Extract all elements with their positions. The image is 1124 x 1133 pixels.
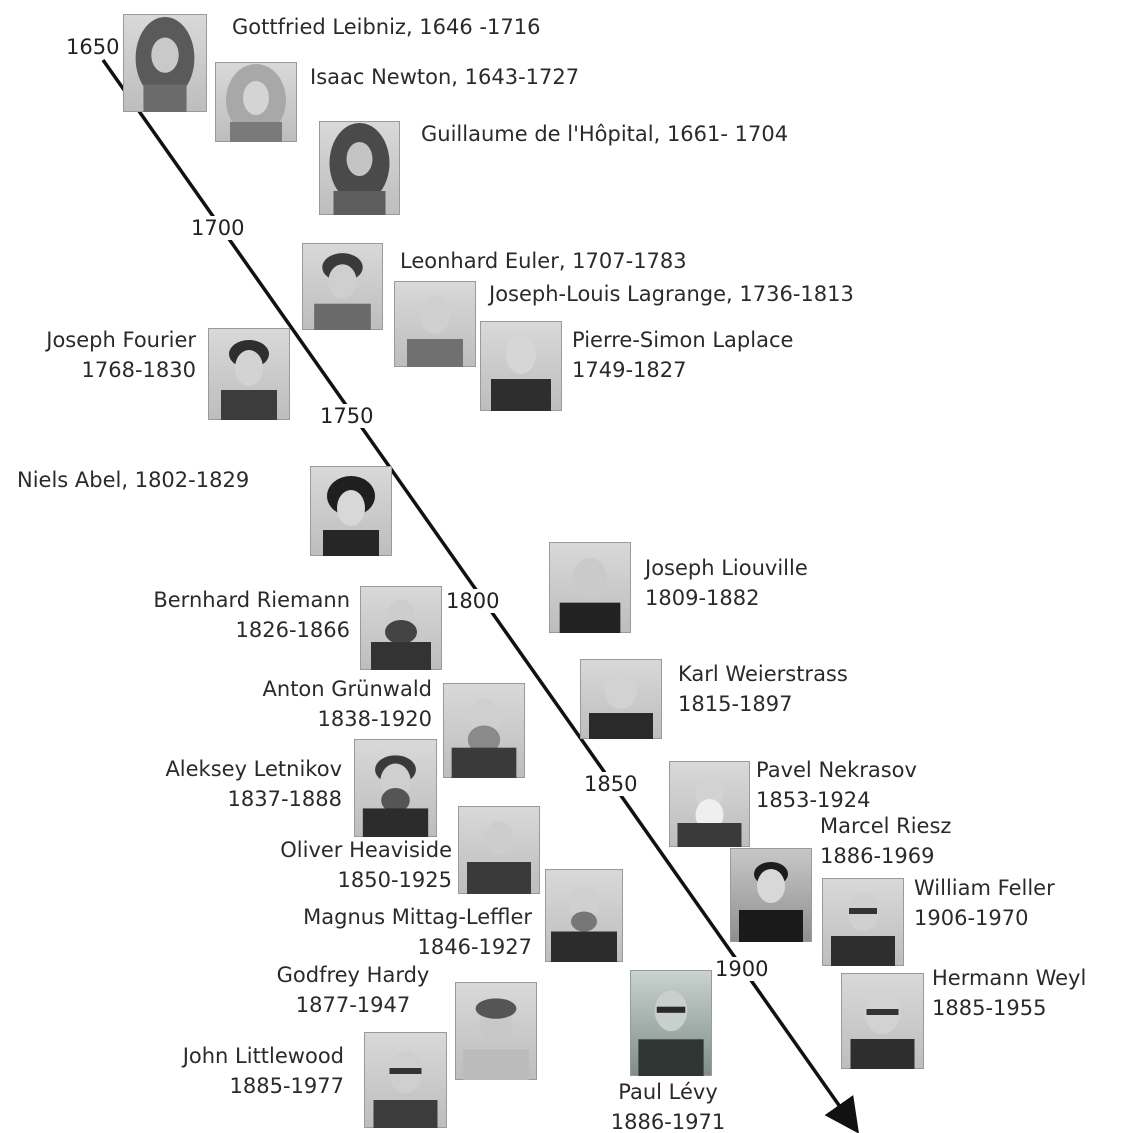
person-name: Karl Weierstrass: [678, 662, 848, 686]
person-years: 1885-1955: [932, 996, 1047, 1020]
portrait-leibniz: [123, 14, 207, 112]
person-name: Gottfried Leibniz, 1646 -1716: [232, 15, 541, 39]
person-years: 1850-1925: [337, 868, 452, 892]
label-riemann: Bernhard Riemann 1826-1866: [100, 585, 350, 645]
label-weyl: Hermann Weyl 1885-1955: [932, 963, 1086, 1023]
label-lagrange: Joseph-Louis Lagrange, 1736-1813: [489, 279, 854, 309]
person-years: 1886-1969: [820, 844, 935, 868]
label-grunwald: Anton Grünwald 1838-1920: [182, 674, 432, 734]
portrait-lagrange: [394, 281, 476, 367]
portrait-feller: [822, 878, 904, 966]
label-weierstrass: Karl Weierstrass 1815-1897: [678, 659, 848, 719]
portrait-riemann: [360, 586, 442, 670]
label-mittag-leffler: Magnus Mittag-Leffler 1846-1927: [232, 902, 532, 962]
label-fourier: Joseph Fourier 1768-1830: [10, 325, 196, 385]
person-name: Anton Grünwald: [262, 677, 432, 701]
person-name: Joseph Liouville: [645, 556, 808, 580]
portrait-liouville: [549, 542, 631, 633]
person-name: Guillaume de l'Hôpital, 1661- 1704: [421, 122, 789, 146]
person-years: 1826-1866: [235, 618, 350, 642]
label-nekrasov: Pavel Nekrasov 1853-1924: [756, 755, 917, 815]
person-name: Marcel Riesz: [820, 814, 952, 838]
year-label-1700: 1700: [189, 216, 247, 240]
person-name: Hermann Weyl: [932, 966, 1087, 990]
label-newton: Isaac Newton, 1643-1727: [310, 62, 579, 92]
portrait-nekrasov: [669, 761, 750, 847]
person-name: Bernhard Riemann: [153, 588, 350, 612]
portrait-newton: [215, 62, 297, 142]
person-years: 1846-1927: [417, 935, 532, 959]
person-years: 1886-1971: [610, 1110, 726, 1133]
portrait-fourier: [208, 328, 290, 420]
year-label-1650: 1650: [64, 35, 122, 59]
label-feller: William Feller 1906-1970: [914, 873, 1055, 933]
person-years: 1885-1977: [229, 1074, 344, 1098]
portrait-littlewood: [364, 1032, 447, 1128]
person-name: Pavel Nekrasov: [756, 758, 917, 782]
label-letnikov: Aleksey Letnikov 1837-1888: [92, 754, 342, 814]
year-label-1800: 1800: [444, 589, 502, 613]
portrait-euler: [302, 243, 383, 330]
portrait-weierstrass: [580, 659, 662, 739]
person-name: Magnus Mittag-Leffler: [303, 905, 532, 929]
person-years: 1853-1924: [756, 788, 871, 812]
portrait-laplace: [480, 321, 562, 411]
person-name: Godfrey Hardy: [276, 963, 430, 987]
portrait-hardy: [455, 982, 537, 1080]
person-name: Isaac Newton, 1643-1727: [310, 65, 580, 89]
label-leibniz: Gottfried Leibniz, 1646 -1716: [232, 12, 540, 42]
person-name: Paul Lévy: [618, 1080, 718, 1104]
label-liouville: Joseph Liouville 1809-1882: [645, 553, 808, 613]
person-years: 1906-1970: [914, 906, 1029, 930]
person-name: Aleksey Letnikov: [165, 757, 342, 781]
label-riesz: Marcel Riesz 1886-1969: [820, 811, 951, 871]
portrait-letnikov: [354, 739, 437, 837]
portrait-lhopital: [319, 121, 400, 215]
label-hardy: Godfrey Hardy 1877-1947: [258, 960, 448, 1020]
year-label-1750: 1750: [318, 404, 376, 428]
person-name: Oliver Heaviside: [280, 838, 452, 862]
person-years: 1809-1882: [645, 586, 760, 610]
label-levy: Paul Lévy 1886-1971: [590, 1077, 746, 1133]
portrait-mittag-leffler: [545, 869, 623, 962]
person-name: Joseph-Louis Lagrange, 1736-1813: [489, 282, 854, 306]
portrait-heaviside: [458, 806, 540, 894]
label-heaviside: Oliver Heaviside 1850-1925: [200, 835, 452, 895]
person-name: John Littlewood: [182, 1044, 344, 1068]
portrait-grunwald: [443, 683, 525, 778]
label-laplace: Pierre-Simon Laplace 1749-1827: [572, 325, 793, 385]
person-name: William Feller: [914, 876, 1055, 900]
portrait-riesz: [730, 848, 812, 942]
year-label-1900: 1900: [713, 957, 771, 981]
portrait-levy: [630, 970, 712, 1076]
label-littlewood: John Littlewood 1885-1977: [100, 1041, 344, 1101]
year-label-1850: 1850: [582, 772, 640, 796]
label-lhopital: Guillaume de l'Hôpital, 1661- 1704: [421, 119, 788, 149]
person-name: Niels Abel, 1802-1829: [17, 468, 250, 492]
person-name: Leonhard Euler, 1707-1783: [400, 249, 687, 273]
person-years: 1877-1947: [295, 993, 411, 1017]
portrait-weyl: [841, 973, 924, 1069]
label-abel: Niels Abel, 1802-1829: [17, 465, 249, 495]
person-years: 1837-1888: [227, 787, 342, 811]
person-name: Pierre-Simon Laplace: [572, 328, 794, 352]
person-years: 1838-1920: [317, 707, 432, 731]
person-years: 1768-1830: [81, 358, 196, 382]
person-years: 1749-1827: [572, 358, 687, 382]
portrait-abel: [310, 466, 392, 556]
person-name: Joseph Fourier: [46, 328, 196, 352]
person-years: 1815-1897: [678, 692, 793, 716]
label-euler: Leonhard Euler, 1707-1783: [400, 246, 687, 276]
